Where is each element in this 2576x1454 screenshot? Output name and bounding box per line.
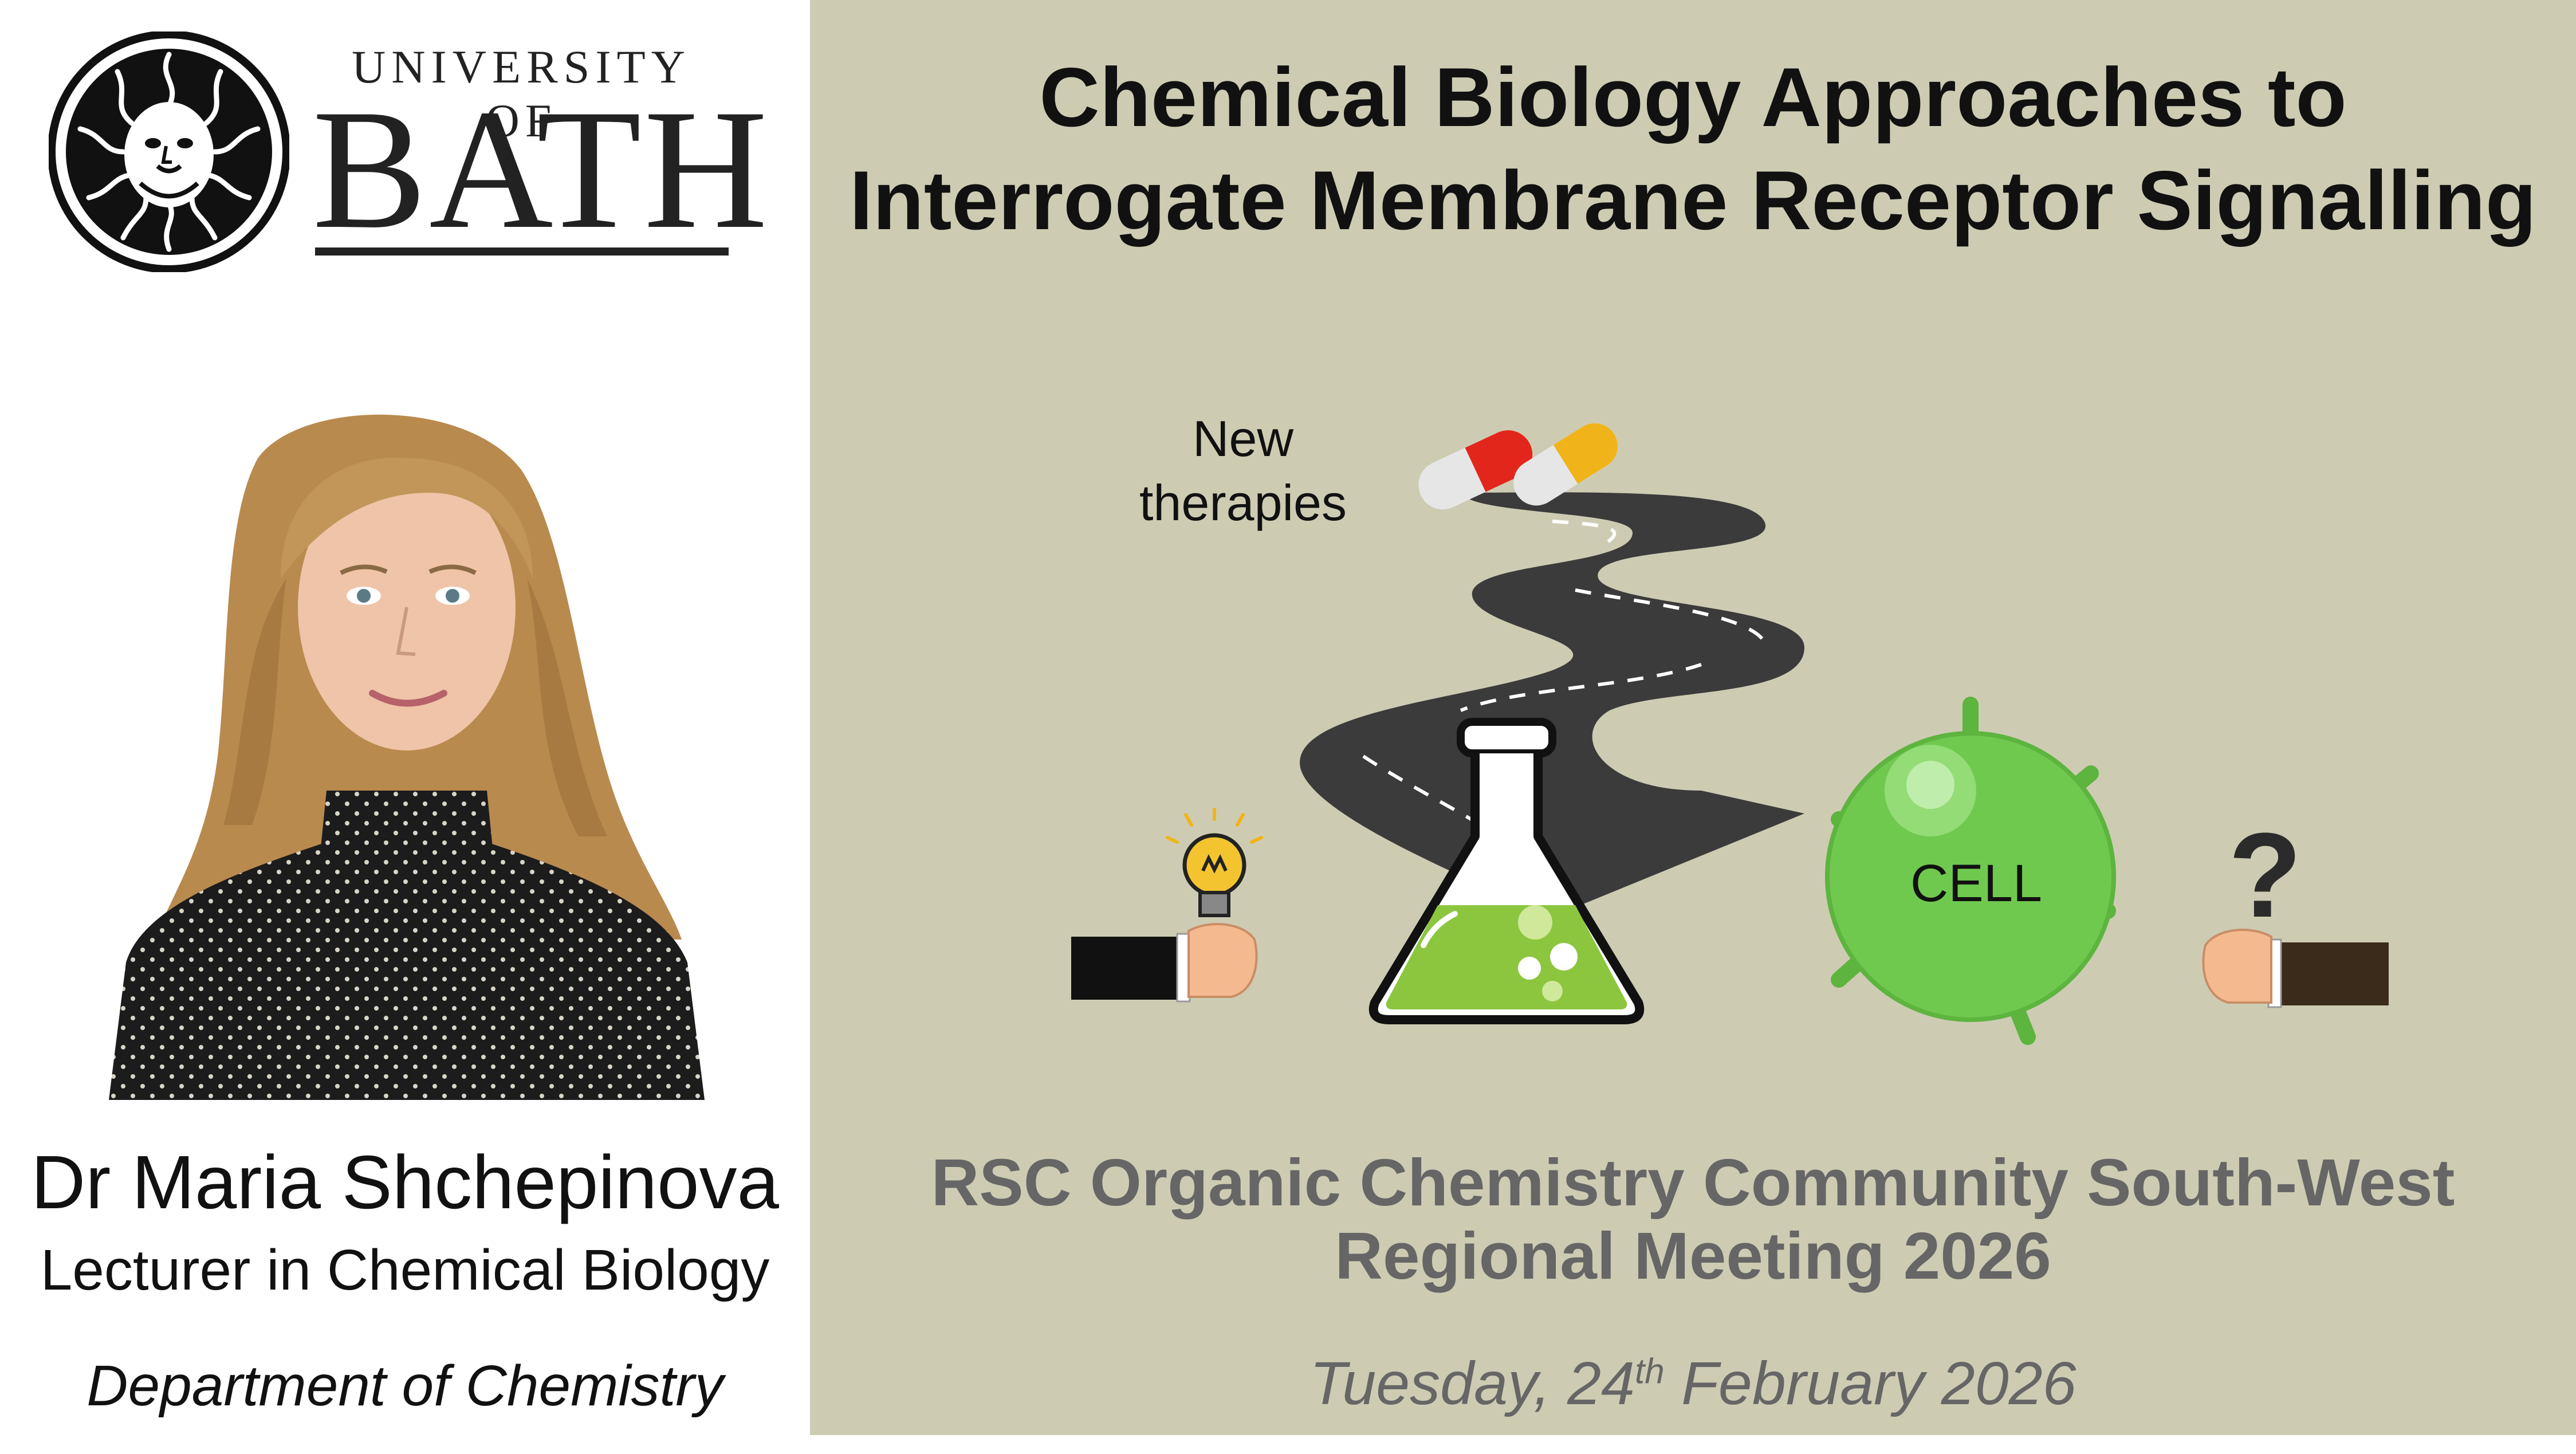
hand-with-lightbulb-icon [1071, 808, 1263, 1003]
logo-underline [315, 247, 729, 256]
talk-title-line1: Chemical Biology Approaches to [1039, 50, 2347, 144]
new-therapies-caption: New therapies [1088, 407, 1398, 535]
conical-flask-icon [1368, 718, 1645, 1024]
hand-with-question-mark-icon: ? [2202, 831, 2389, 1008]
event-date-prefix: Tuesday, 24 [1309, 1350, 1635, 1417]
event-name: RSC Organic Chemistry Community South-We… [810, 1146, 2576, 1292]
speaker-role: Lecturer in Chemical Biology [40, 1238, 770, 1302]
event-name-line1: RSC Organic Chemistry Community South-We… [931, 1145, 2455, 1220]
talk-title: Chemical Biology Approaches to Interroga… [810, 46, 2576, 252]
new-therapies-line2: therapies [1139, 474, 1347, 531]
cell-label: CELL [1910, 854, 2043, 913]
university-seal-logo [49, 32, 289, 272]
question-mark-icon: ? [2228, 831, 2302, 942]
event-date-ordinal: th [1635, 1351, 1665, 1392]
bottom-strip [810, 1435, 2576, 1454]
event-name-line2: Regional Meeting 2026 [1335, 1219, 2051, 1293]
pills-icon [1418, 423, 1618, 510]
new-therapies-line1: New [1192, 410, 1294, 467]
cell-icon [1825, 697, 2116, 1045]
event-date-rest: February 2026 [1664, 1350, 2076, 1417]
talk-panel [810, 0, 2576, 1435]
speaker-portrait [109, 414, 705, 1100]
event-date: Tuesday, 24th February 2026 [810, 1349, 2576, 1418]
road-illustration [1300, 492, 1804, 917]
speaker-name: Dr Maria Shchepinova [31, 1140, 779, 1224]
speaker-department: Department of Chemistry [86, 1354, 723, 1418]
logo-text-bath: BATH [312, 74, 770, 264]
logo-text-university-of: UNIVERSITY OF [352, 41, 691, 147]
talk-title-line2: Interrogate Membrane Receptor Signalling [850, 154, 2536, 247]
